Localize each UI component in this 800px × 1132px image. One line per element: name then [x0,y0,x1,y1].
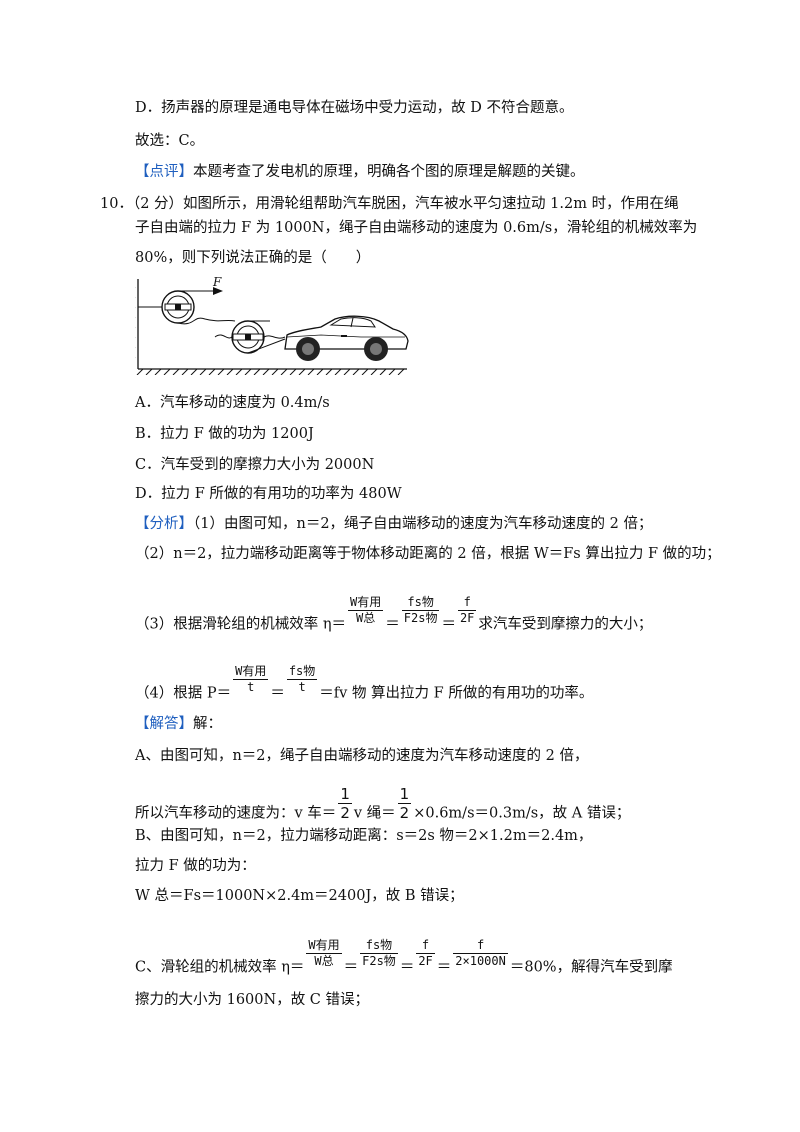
answer-a-line-1: A、由图可知，n＝2，绳子自由端移动的速度为汽车移动速度的 2 倍， [135,748,589,764]
question-line-1: 10．（2 分）如图所示，用滑轮组帮助汽车脱困，汽车被水平匀速拉动 1.2m 时… [100,194,679,214]
option-d-explanation: D．扬声器的原理是通电导体在磁场中受力运动，故 D 不符合题意。 [135,100,574,116]
question-text-1: （2 分）如图所示，用滑轮组帮助汽车脱困，汽车被水平匀速拉动 1.2m 时，作用… [132,196,679,212]
answer-b-line-3: W 总＝Fs＝1000N×2.4m＝2400J，故 B 错误； [135,888,464,904]
question-number: 10． [100,196,133,212]
analysis-text-4-pre: （4）根据 P＝ [135,685,232,702]
option-b: B．拉力 F 做的功为 1200J [135,426,314,442]
analysis-line-2: （2）n＝2，拉力端移动距离等于物体移动距离的 2 倍，根据 W＝Fs 算出拉力… [135,546,721,562]
answer-c-line-2: 擦力的大小为 1600N，故 C 错误； [135,992,370,1008]
analysis-text-3-post: 求汽车受到摩擦力的大小； [478,616,653,633]
analysis-text-3-pre: （3）根据滑轮组的机械效率 η＝ [135,616,347,633]
answer-b-line-2: 拉力 F 做的功为： [135,858,256,874]
car-icon [284,315,409,361]
comment-tag: 【点评】 [135,164,193,180]
force-label: F [212,275,222,289]
option-a: A．汽车移动的速度为 0.4m/s [135,395,330,411]
comment-line: 【点评】本题考查了发电机的原理，明确各个图的原理是解题的关键。 [135,162,585,182]
question-line-3: 80%，则下列说法正确的是（ ） [135,250,371,266]
analysis-text-1: （1）由图可知，n＝2，绳子自由端移动的速度为汽车移动速度的 2 倍； [193,516,653,532]
analysis-tag: 【分析】 [135,516,193,532]
question-line-2: 子自由端的拉力 F 为 1000N，绳子自由端移动的速度为 0.6m/s，滑轮组… [135,220,698,236]
force-arrow-icon [213,287,223,295]
option-c: C．汽车受到的摩擦力大小为 2000N [135,457,375,473]
answer-line-1: 【解答】解： [135,714,222,734]
analysis-text-4-post: ＝fv 物 算出拉力 F 所做的有用功的功率。 [319,685,594,702]
option-d: D．拉力 F 所做的有用功的功率为 480W [135,486,402,502]
answer-b-line-1: B、由图可知，n＝2，拉力端移动距离：s＝2s 物＝2×1.2m＝2.4m， [135,828,593,844]
analysis-line-1: 【分析】（1）由图可知，n＝2，绳子自由端移动的速度为汽车移动速度的 2 倍； [135,514,652,534]
comment-text: 本题考查了发电机的原理，明确各个图的原理是解题的关键。 [193,164,585,180]
answer-head: 解： [193,716,222,732]
pulley-car-figure: F [135,275,409,375]
answer-tag: 【解答】 [135,716,193,732]
choice-line: 故选：C。 [135,133,205,149]
